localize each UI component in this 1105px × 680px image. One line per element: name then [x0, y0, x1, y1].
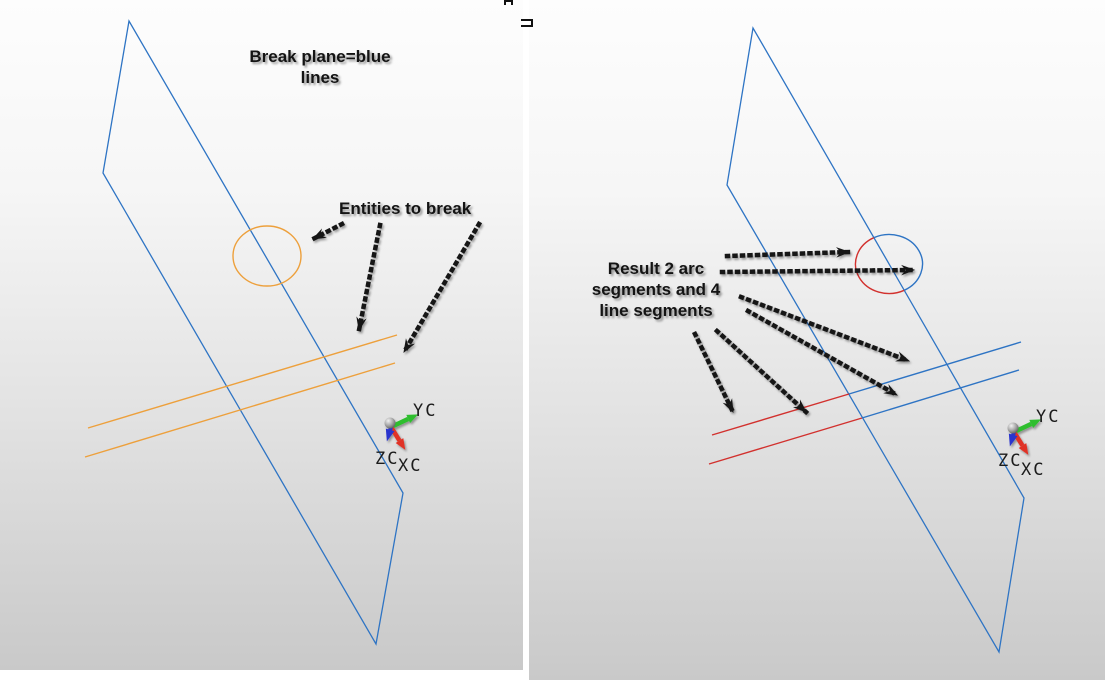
zc-axis-label: ZC: [375, 449, 399, 469]
caption-result: Result 2 arc segments and 4 line segment…: [591, 259, 721, 320]
arrow-to-red-arc: [724, 247, 852, 259]
square-bracket-mark: [521, 19, 533, 27]
panel-before-break: YC ZC XC Break plane=blue lines Entities…: [0, 0, 523, 670]
circle-entity: [232, 225, 302, 287]
origin-sphere: [384, 417, 396, 429]
after-break-drawing: YC ZC XC: [691, 26, 1060, 654]
arrow-to-circle: [309, 220, 346, 243]
xc-axis-label: XC: [1021, 460, 1045, 480]
yc-axis-label: YC: [1036, 407, 1060, 427]
arrow-to-blue-arc: [719, 264, 917, 276]
before-break-drawing: YC ZC XC: [84, 19, 483, 646]
wcs-triad: YC ZC XC: [375, 401, 437, 476]
annotation-arrows: [309, 220, 483, 356]
line-segment-lower-red: [708, 417, 863, 465]
origin-sphere: [1007, 422, 1019, 434]
arrow-to-lower-red-segment: [713, 327, 810, 416]
arrow-to-lower-blue-segment: [744, 307, 901, 399]
arc-segment-blue: [873, 233, 924, 291]
panel-after-break: YC ZC XC Result 2 arc segments and 4 lin…: [529, 0, 1105, 680]
break-plane-outline: [726, 26, 1025, 654]
xc-axis-label: XC: [398, 456, 422, 476]
arc-segment-red: [854, 237, 905, 295]
break-plane-outline: [102, 19, 404, 646]
annotation-arrows: [691, 247, 917, 416]
wcs-triad: YC ZC XC: [998, 407, 1060, 480]
caption-entities-to-break: Entities to break: [339, 199, 472, 218]
arrow-to-upper-blue-segment: [738, 294, 912, 364]
yc-axis-label: YC: [413, 401, 437, 421]
line-entity-lower: [84, 362, 396, 458]
arrow-to-upper-line: [356, 222, 383, 333]
line-segment-upper-red: [711, 393, 850, 436]
line-segment-lower-blue: [861, 369, 1020, 419]
zc-axis-label: ZC: [998, 451, 1022, 471]
caption-break-plane: Break plane=blue lines: [249, 47, 391, 87]
line-entity-upper: [87, 334, 398, 429]
square-cap-mark: [504, 0, 513, 5]
arrow-to-upper-red-segment: [691, 330, 737, 416]
arrow-to-lower-line: [400, 220, 483, 356]
